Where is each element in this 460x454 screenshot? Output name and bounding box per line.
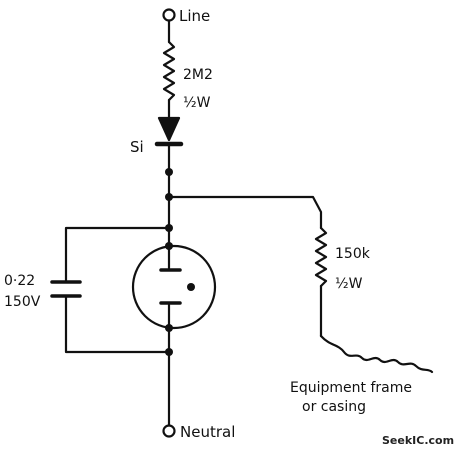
diode-label: Si	[130, 138, 144, 156]
capacitor-symbol	[50, 280, 82, 298]
resistor-2m2-value: 2M2	[183, 67, 213, 83]
junction-dot-6	[165, 348, 173, 356]
junction-dot-4	[165, 242, 173, 250]
diode-si-symbol	[154, 116, 184, 147]
resistor-2m2-rating: ½W	[183, 95, 211, 111]
capacitor-value: 0·22	[4, 273, 35, 289]
equipment-frame-lead	[319, 334, 434, 374]
resistor-150k-rating: ½W	[335, 276, 363, 292]
wire-branch-right	[167, 195, 323, 230]
junction-dot-1	[165, 168, 173, 176]
junction-dot-2	[165, 193, 173, 201]
neutral-label: Neutral	[180, 423, 235, 441]
neon-lamp-symbol	[131, 244, 217, 330]
junction-dot-5	[165, 324, 173, 332]
resistor-2m2-symbol	[162, 40, 176, 102]
resistor-150k-symbol	[314, 226, 328, 288]
resistor-150k-value: 150k	[335, 246, 371, 262]
line-terminal-circle	[162, 8, 176, 22]
capacitor-voltage: 150V	[4, 294, 41, 310]
watermark: SeekIC.com	[382, 434, 454, 447]
wire-capacitor-loop-bottom	[64, 294, 171, 354]
junction-dot-3	[165, 224, 173, 232]
line-label: Line	[179, 7, 210, 25]
equipment-frame-label: Equipment frame	[290, 380, 412, 396]
casing-label: or casing	[302, 399, 366, 415]
wire-capacitor-loop-top	[64, 226, 171, 284]
neutral-terminal-circle	[162, 424, 176, 438]
